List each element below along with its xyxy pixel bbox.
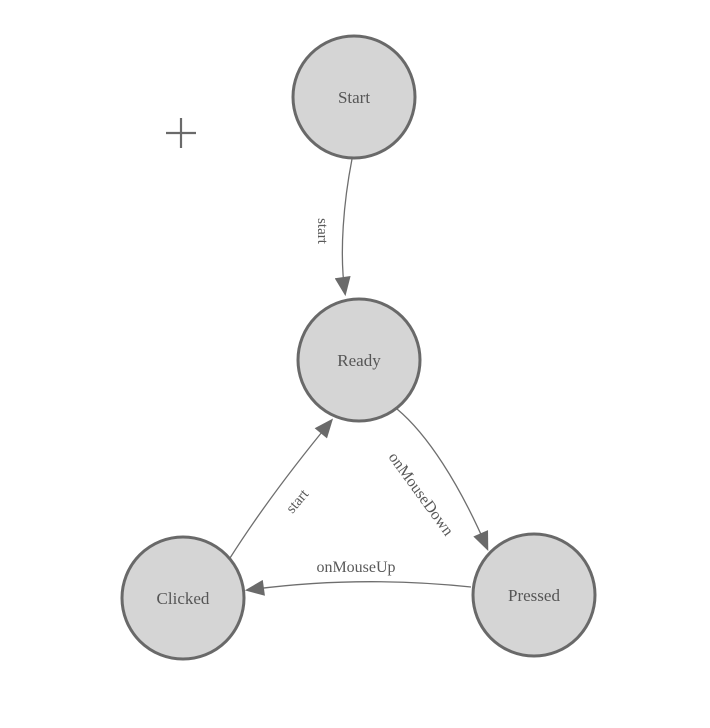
node-pressed-circle[interactable] bbox=[471, 532, 597, 658]
node-ready[interactable]: Ready bbox=[296, 297, 422, 423]
edge-pressed-to-clicked[interactable]: onMouseUp bbox=[244, 559, 472, 596]
edge-ready-to-pressed-path[interactable] bbox=[396, 408, 489, 551]
edge-clicked-to-ready[interactable]: start bbox=[229, 418, 334, 559]
node-ready-label: Ready bbox=[337, 351, 381, 370]
node-ready-circle[interactable] bbox=[296, 297, 422, 423]
node-start-label: Start bbox=[338, 88, 370, 107]
edge-start-to-ready[interactable]: start bbox=[314, 158, 353, 297]
edge-label-onmousedown: onMouseDown bbox=[385, 449, 457, 539]
edge-start-to-ready-path[interactable] bbox=[334, 158, 353, 297]
edge-pressed-to-clicked-path[interactable] bbox=[244, 579, 472, 596]
node-pressed[interactable]: Pressed bbox=[471, 532, 597, 658]
node-start[interactable]: Start bbox=[291, 34, 417, 160]
edge-clicked-to-ready-path[interactable] bbox=[229, 418, 334, 559]
node-clicked[interactable]: Clicked bbox=[120, 535, 246, 661]
plus-crosshair-icon[interactable] bbox=[166, 118, 196, 148]
edge-ready-to-pressed[interactable]: onMouseDown bbox=[385, 408, 489, 551]
edge-label-start-1: start bbox=[314, 218, 330, 245]
node-pressed-label: Pressed bbox=[508, 586, 560, 605]
edge-label-start-2: start bbox=[283, 486, 312, 517]
node-clicked-label: Clicked bbox=[157, 589, 210, 608]
node-start-circle[interactable] bbox=[291, 34, 417, 160]
edge-label-onmouseup: onMouseUp bbox=[316, 559, 395, 576]
node-clicked-circle[interactable] bbox=[120, 535, 246, 661]
